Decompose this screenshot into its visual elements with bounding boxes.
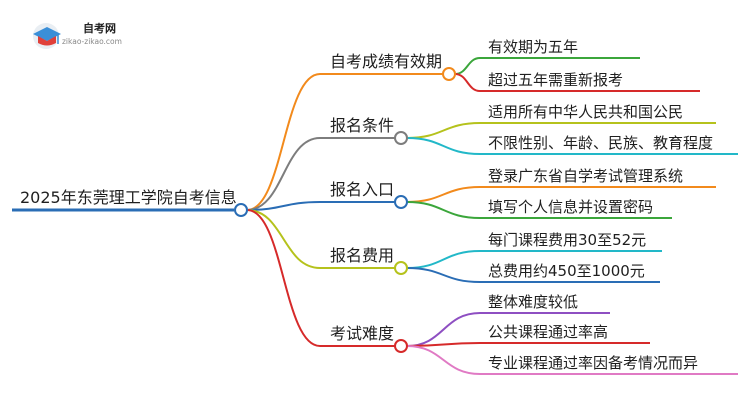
branch-node (394, 261, 408, 275)
leaf-label: 总费用约450至1000元 (488, 262, 645, 280)
graduation-cap-icon (33, 23, 61, 49)
leaf-label: 有效期为五年 (488, 38, 578, 56)
leaf-label: 填写个人信息并设置密码 (488, 198, 653, 216)
leaf-label: 公共课程通过率高 (488, 323, 608, 341)
leaf-link (406, 250, 481, 269)
logo-graphic: 自考网 zikao-zikao.com (33, 21, 122, 49)
leaf-link (406, 137, 481, 155)
branch-link (246, 209, 321, 347)
leaf-link (406, 312, 481, 347)
leaf-link (406, 345, 481, 375)
branch-link (246, 209, 321, 269)
leaf-label: 每门课程费用30至52元 (488, 231, 646, 249)
leaf-label: 专业课程通过率因备考情况而异 (488, 354, 698, 372)
branch-node (394, 195, 408, 209)
branch-label: 考试难度 (330, 324, 394, 343)
logo-url: zikao-zikao.com (62, 37, 122, 46)
leaf-link (406, 267, 481, 283)
leaf-link (406, 201, 481, 219)
branch-label: 报名条件 (330, 116, 394, 135)
root-label: 2025年东莞理工学院自考信息 (20, 188, 237, 207)
mindmap-nodes: 2025年东莞理工学院自考信息 自考成绩有效期 有效期为五年超过五年需重新报考报名条… (20, 38, 713, 372)
branch-link (246, 201, 321, 211)
leaf-link (406, 186, 481, 203)
branch-label: 报名费用 (330, 246, 394, 265)
leaf-link (454, 73, 481, 92)
leaf-label: 不限性别、年龄、民族、教育程度 (488, 134, 713, 152)
logo: 自考网 zikao-zikao.com (0, 0, 140, 50)
branch-label: 报名入口 (330, 180, 394, 199)
logo-name: 自考网 (83, 21, 116, 35)
root-node (234, 203, 248, 217)
branch-label: 自考成绩有效期 (330, 52, 442, 71)
leaf-label: 整体难度较低 (488, 293, 578, 311)
branch-node (442, 67, 456, 81)
branch-node (394, 339, 408, 353)
leaf-link (454, 57, 481, 75)
leaf-label: 超过五年需重新报考 (488, 71, 623, 89)
mindmap-links (12, 57, 738, 375)
leaf-label: 登录广东省自学考试管理系统 (488, 167, 683, 185)
branch-link (246, 137, 321, 211)
leaf-link (406, 122, 481, 139)
branch-link (246, 73, 321, 211)
leaf-label: 适用所有中华人民共和国公民 (488, 103, 683, 121)
branch-node (394, 131, 408, 145)
